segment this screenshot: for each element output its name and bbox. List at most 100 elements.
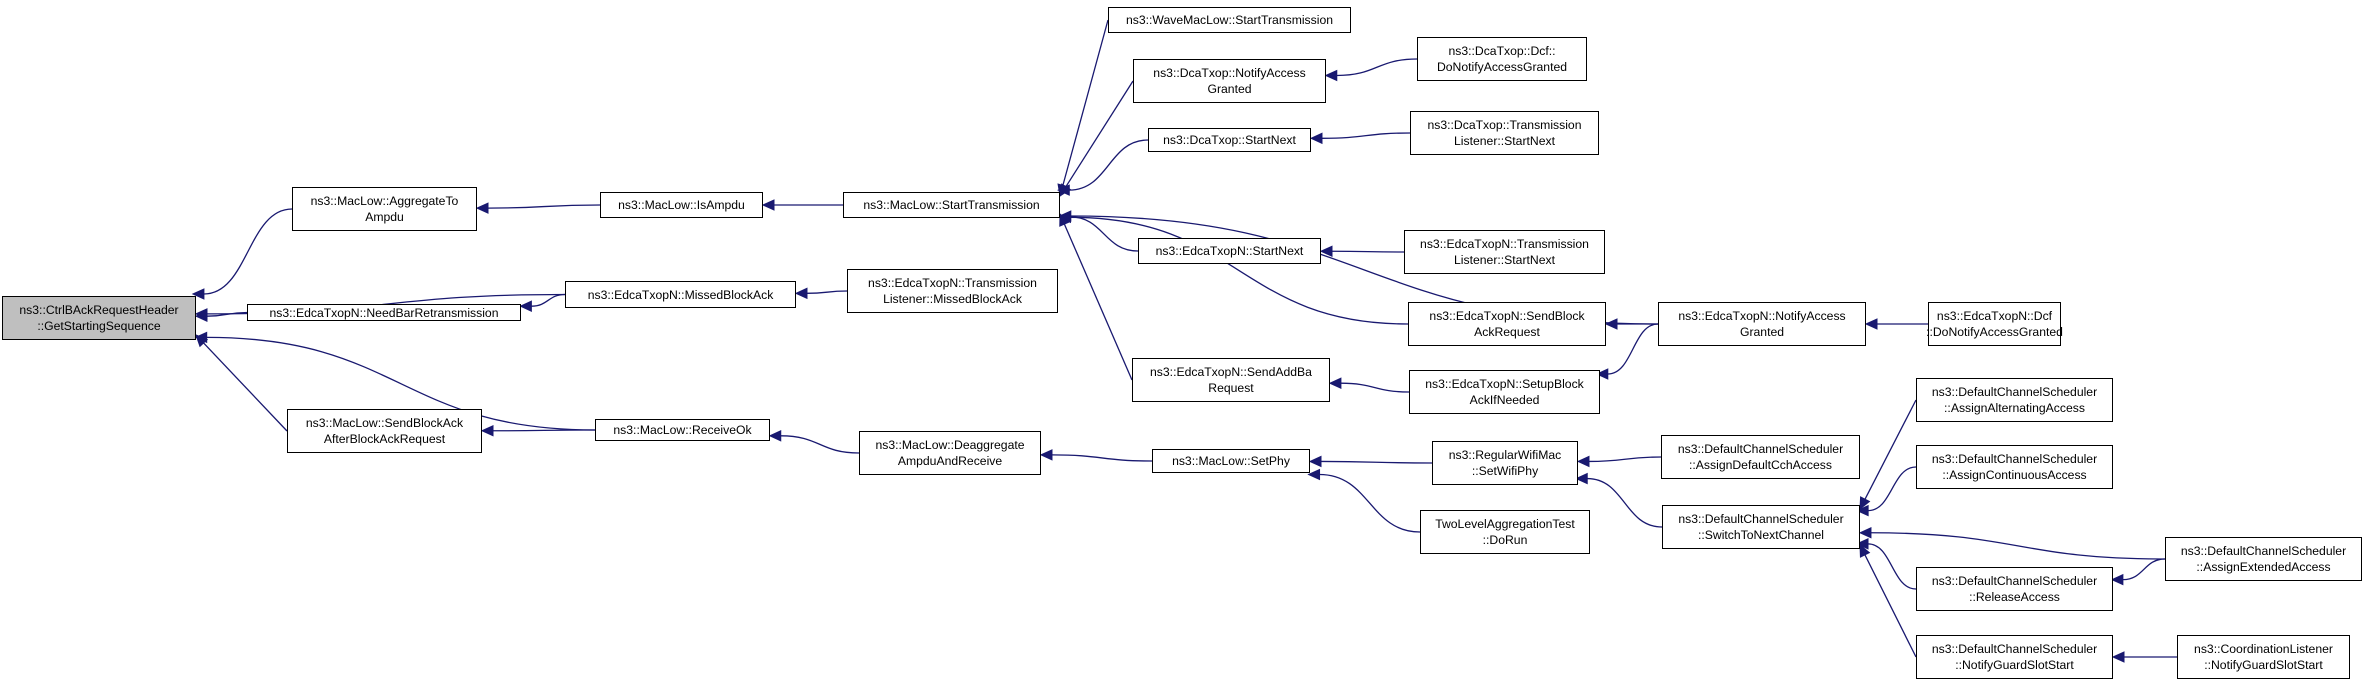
graph-node-label: ns3::DcaTxop::Dcf:: (1448, 44, 1556, 58)
graph-node[interactable]: ns3::DefaultChannelScheduler::AssignAlte… (1916, 378, 2113, 422)
graph-node[interactable]: TwoLevelAggregationTest::DoRun (1420, 510, 1590, 554)
graph-node-label: Ampdu (365, 210, 404, 224)
graph-node-label: ns3::EdcaTxopN::NeedBarRetransmission (269, 305, 499, 320)
graph-edge-arrowhead (475, 202, 489, 214)
graph-node-label: Granted (1739, 325, 1785, 339)
graph-edge (487, 204, 601, 209)
graph-edge (1868, 466, 1917, 512)
graph-node-label: ::GetStartingSequence (37, 319, 161, 333)
graph-node[interactable]: ns3::MacLow::StartTransmission (843, 192, 1060, 218)
graph-node[interactable]: ns3::DefaultChannelScheduler::ReleaseAcc… (1916, 567, 2113, 611)
graph-node-label: ns3::CoordinationListener (2194, 642, 2333, 656)
graph-node-label: ns3::MacLow::AggregateTo (310, 194, 459, 208)
graph-edge-arrowhead (1575, 472, 1588, 485)
graph-node-label: ns3::DcaTxop::StartNext (1163, 133, 1296, 147)
graph-edge-arrowhead (195, 334, 209, 348)
graph-edge (806, 290, 848, 294)
graph-node-label: ::SetWifiPhy (1471, 464, 1539, 478)
graph-node-label: ns3::EdcaTxopN::Transmission (868, 276, 1037, 290)
graph-edge-arrowhead (1855, 538, 1869, 550)
graph-node-label: ::NotifyGuardSlotStart (2204, 658, 2323, 672)
graph-edge-arrowhead (1859, 543, 1871, 558)
graph-node[interactable]: ns3::DcaTxop::StartNext (1148, 128, 1311, 152)
graph-node[interactable]: ns3::DefaultChannelScheduler::AssignExte… (2165, 537, 2362, 581)
graph-edge (203, 342, 288, 432)
graph-node-label: ns3::EdcaTxopN::SetupBlock (1425, 377, 1584, 391)
graph-edge (1336, 58, 1418, 77)
graph-node-label: ns3::EdcaTxopN::StartNext (1155, 244, 1304, 258)
graph-edge-arrowhead (1324, 69, 1338, 82)
graph-edge-arrowhead (1859, 496, 1871, 511)
graph-node[interactable]: ns3::EdcaTxopN::NeedBarRetransmission (247, 304, 521, 321)
graph-node[interactable]: ns3::DefaultChannelScheduler::SwitchToNe… (1662, 505, 1860, 549)
graph-edge-arrowhead (1604, 318, 1618, 330)
graph-edge-arrowhead (1039, 449, 1053, 461)
graph-node-label: AfterBlockAckRequest (323, 432, 446, 446)
graph-node-label: ns3::EdcaTxopN::Transmission (1420, 237, 1589, 251)
graph-node-label: ns3::DefaultChannelScheduler (1931, 385, 2098, 399)
graph-node[interactable]: ns3::CoordinationListener::NotifyGuardSl… (2177, 635, 2350, 679)
graph-node-label: DoNotifyAccessGranted (1436, 60, 1568, 74)
graph-node-label: ::ReleaseAccess (1969, 590, 2060, 604)
graph-edge (1870, 532, 2166, 560)
graph-node[interactable]: ns3::DefaultChannelScheduler::AssignDefa… (1661, 435, 1860, 479)
graph-node-label: ns3::WaveMacLow::StartTransmission (1125, 13, 1334, 27)
graph-edge-arrowhead (1057, 184, 1070, 196)
graph-edge-arrowhead (480, 424, 494, 437)
graph-edge (1069, 139, 1149, 191)
graph-edge (1321, 132, 1411, 139)
graph-node[interactable]: ns3::DcaTxop::Dcf::DoNotifyAccessGranted (1417, 37, 1587, 81)
graph-node-label: ns3::MacLow::StartTransmission (863, 198, 1040, 212)
graph-node-label: ns3::MacLow::Deaggregate (875, 438, 1025, 452)
graph-edge-arrowhead (1307, 468, 1321, 481)
graph-node-label: ns3::DefaultChannelScheduler (1931, 574, 2098, 588)
graph-edge-arrowhead (1308, 455, 1322, 468)
graph-edge (1062, 19, 1109, 186)
graph-node[interactable]: ns3::RegularWifiMac::SetWifiPhy (1432, 441, 1578, 485)
graph-node[interactable]: ns3::MacLow::SetPhy (1152, 449, 1310, 473)
graph-node[interactable]: ns3::MacLow::IsAmpdu (600, 192, 763, 218)
graph-node[interactable]: ns3::DefaultChannelScheduler::NotifyGuar… (1916, 635, 2113, 679)
graph-edge (1340, 382, 1410, 393)
graph-edge (1587, 477, 1663, 528)
graph-edge-arrowhead (1855, 504, 1869, 517)
graph-node[interactable]: ns3::DefaultChannelScheduler::AssignCont… (1916, 445, 2113, 489)
graph-edge (1319, 473, 1421, 533)
graph-edge (1070, 216, 1409, 325)
graph-node[interactable]: ns3::WaveMacLow::StartTransmission (1108, 7, 1351, 33)
graph-node[interactable]: ns3::MacLow::ReceiveOk (595, 419, 770, 441)
graph-edge-arrowhead (1576, 455, 1590, 468)
graph-node-label: AmpduAndReceive (897, 454, 1003, 468)
graph-node-label: ::DoNotifyAccessGranted (1926, 325, 2063, 339)
graph-node-label: ::AssignExtendedAccess (2196, 560, 2331, 574)
graph-node[interactable]: ns3::EdcaTxopN::Dcf::DoNotifyAccessGrant… (1926, 302, 2063, 346)
graph-node-label: ns3::RegularWifiMac (1448, 448, 1562, 462)
graph-edge (1864, 554, 1917, 658)
graph-edge-arrowhead (1864, 318, 1878, 330)
graph-edge-arrowhead (1858, 527, 1872, 539)
graph-node-label: Listener::StartNext (1454, 134, 1555, 148)
graph-edge (492, 429, 596, 432)
graph-node-label: AckIfNeeded (1469, 393, 1540, 407)
graph-node-label: Request (1208, 381, 1254, 395)
graph-node[interactable]: ns3::EdcaTxopN::MissedBlockAck (565, 281, 796, 308)
graph-edge (1320, 460, 1433, 464)
graph-edge-arrowhead (519, 300, 532, 312)
graph-node-label: ns3::DefaultChannelScheduler (1931, 452, 2098, 466)
graph-node-label: ns3::DefaultChannelScheduler (1931, 642, 2098, 656)
graph-node[interactable]: ns3::EdcaTxopN::StartNext (1138, 238, 1321, 264)
graph-edge (1867, 543, 1917, 590)
